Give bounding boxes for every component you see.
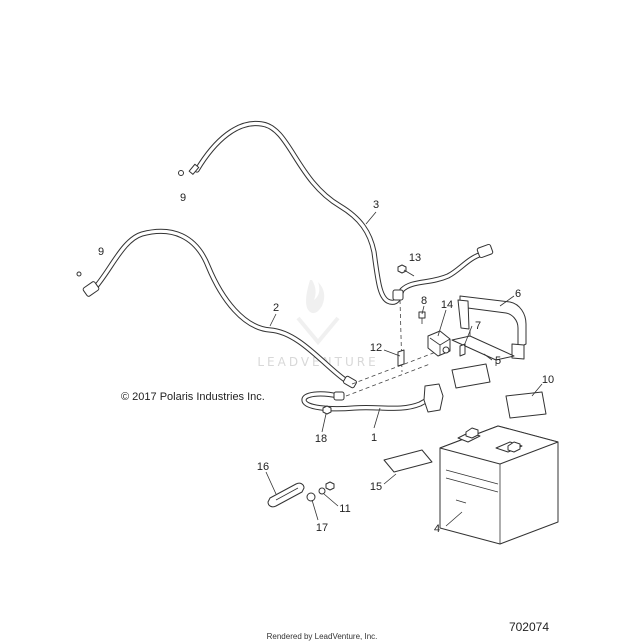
assembly-lines	[345, 299, 437, 397]
fuse-holder-16	[267, 482, 305, 508]
watermark-logo	[296, 280, 340, 346]
battery-4	[439, 425, 559, 545]
pad-15	[383, 449, 433, 473]
callout-18: 18	[315, 433, 327, 445]
callout-10: 10	[542, 374, 554, 386]
cable-1	[301, 383, 444, 413]
nut-13	[397, 264, 407, 274]
callout-8: 8	[421, 295, 427, 307]
screw-8	[418, 311, 426, 324]
callout-5: 5	[495, 355, 501, 367]
label-plate	[451, 363, 491, 389]
callout-9-upper: 9	[180, 192, 186, 204]
callout-9-lower: 9	[98, 246, 104, 258]
footer-text: Rendered by LeadVenture, Inc.	[267, 632, 378, 641]
pad-10	[505, 391, 547, 419]
watermark-text: LEADVENTURE	[257, 355, 378, 369]
callout-6: 6	[515, 288, 521, 300]
diagram-id: 702074	[509, 620, 549, 634]
strap-6	[457, 295, 527, 360]
copyright-text: © 2017 Polaris Industries Inc.	[121, 391, 265, 403]
callout-7: 7	[475, 320, 481, 332]
callout-17: 17	[316, 522, 328, 534]
callout-11: 11	[339, 503, 350, 515]
bolt-9-lower	[76, 271, 82, 277]
callout-13: 13	[409, 252, 421, 264]
cable-2	[82, 228, 357, 389]
callout-2: 2	[273, 302, 279, 314]
leader-lines	[265, 211, 543, 527]
callout-16: 16	[257, 461, 269, 473]
cable-3	[188, 120, 494, 305]
clip-12	[397, 349, 405, 367]
callout-3: 3	[373, 199, 379, 211]
nut-11	[318, 481, 335, 495]
nut-18	[322, 405, 332, 415]
callout-1: 1	[371, 432, 377, 444]
bolt-9-upper	[178, 170, 184, 176]
callout-12: 12	[370, 342, 382, 354]
callout-14: 14	[441, 299, 453, 311]
bolt-7	[459, 343, 466, 357]
callout-15: 15	[370, 481, 382, 493]
callout-4: 4	[434, 523, 440, 535]
relay-14	[427, 330, 451, 357]
fuse-17	[306, 492, 316, 502]
